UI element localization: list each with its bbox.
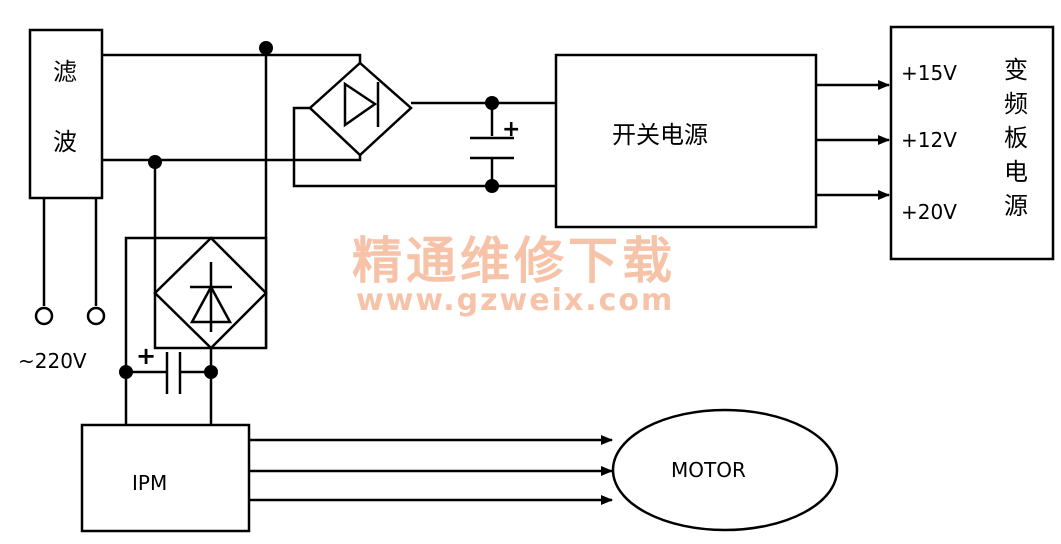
motor-label: MOTOR bbox=[671, 458, 746, 482]
inverter-board-label-5: 源 bbox=[1004, 192, 1028, 220]
filter-block: 滤 波 bbox=[28, 28, 104, 200]
junction-dot bbox=[259, 41, 273, 55]
mains-voltage-label: ~220V bbox=[18, 349, 87, 373]
inverter-board-label-3: 板 bbox=[1004, 124, 1028, 152]
output-15v-label: +15V bbox=[901, 61, 957, 85]
output-12v-label: +12V bbox=[901, 128, 957, 152]
ipm-output-arrows bbox=[249, 435, 613, 505]
capacitor-top: + bbox=[470, 96, 556, 193]
ipm-module: IPM bbox=[80, 423, 251, 533]
switching-power-supply: 开关电源 bbox=[554, 53, 818, 229]
output-20v-label: +20V bbox=[901, 200, 957, 224]
mains-terminal-right bbox=[86, 306, 106, 326]
inverter-board-label-2: 频 bbox=[1004, 90, 1028, 118]
inverter-board-label-1: 变 bbox=[1004, 56, 1028, 84]
smps-output-arrows bbox=[816, 80, 890, 200]
mains-terminal-left bbox=[34, 306, 54, 326]
junction-dot bbox=[485, 179, 499, 193]
watermark: 精通维修下载 www.gzweix.com bbox=[352, 232, 676, 318]
filter-label-1: 滤 bbox=[53, 58, 77, 86]
bridge-rectifier-top bbox=[292, 61, 556, 188]
capacitor-bottom-polarity: + bbox=[136, 342, 156, 370]
capacitor-top-polarity: + bbox=[502, 117, 520, 142]
watermark-url: www.gzweix.com bbox=[356, 283, 674, 318]
ipm-label: IPM bbox=[132, 471, 167, 495]
inverter-board-power: +15V +12V +20V 变 频 板 电 源 bbox=[889, 25, 1055, 261]
watermark-title: 精通维修下载 bbox=[352, 232, 676, 290]
junction-dot bbox=[204, 365, 218, 379]
junction-dot bbox=[148, 155, 162, 169]
mains-input: ~220V bbox=[18, 198, 106, 373]
dc-bus: + bbox=[119, 236, 218, 425]
inverter-board-label-4: 电 bbox=[1004, 158, 1028, 186]
bridge-rectifier-bottom bbox=[153, 236, 268, 350]
switching-power-supply-label: 开关电源 bbox=[612, 121, 708, 149]
junction-dot bbox=[119, 365, 133, 379]
junction-dot bbox=[485, 96, 499, 110]
filter-label-2: 波 bbox=[53, 128, 77, 156]
motor: MOTOR bbox=[611, 408, 839, 532]
